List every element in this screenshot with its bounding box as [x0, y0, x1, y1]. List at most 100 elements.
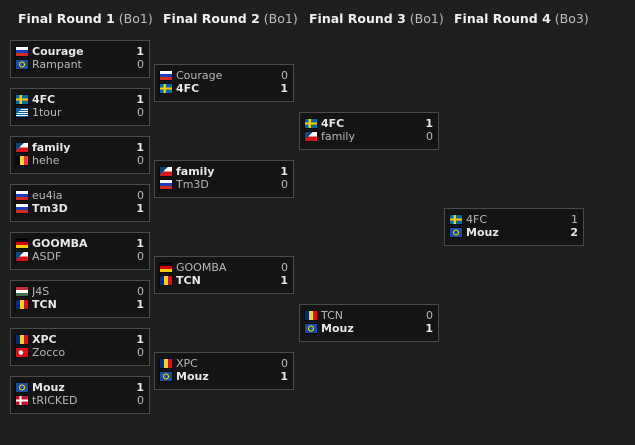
match-r2-2[interactable]: family 1 Tm3D 0 [154, 160, 294, 198]
team-name: Tm3D [32, 202, 68, 215]
team-row[interactable]: TCN 1 [16, 298, 144, 311]
ro-flag-icon [160, 276, 172, 285]
team-row[interactable]: Courage 1 [16, 45, 144, 58]
team-row[interactable]: Mouz 1 [160, 370, 288, 383]
match-r1-2[interactable]: 4FC 1 1tour 0 [10, 88, 150, 126]
match-r2-3[interactable]: GOOMBA 0 TCN 1 [154, 256, 294, 294]
cz-flag-icon [16, 252, 28, 261]
se-flag-icon [16, 95, 28, 104]
team-row[interactable]: TCN 1 [160, 274, 288, 287]
team-score: 0 [137, 154, 144, 167]
round-format: (Bo1) [409, 11, 444, 26]
be-flag-icon [16, 156, 28, 165]
ru-flag-icon [160, 180, 172, 189]
match-r3-2[interactable]: TCN 0 Mouz 1 [299, 304, 439, 342]
team-row[interactable]: XPC 1 [16, 333, 144, 346]
team-name: Mouz [176, 370, 209, 383]
team-score: 2 [570, 226, 578, 239]
team-row[interactable]: 1tour 0 [16, 106, 144, 119]
match-r3-1[interactable]: 4FC 1 family 0 [299, 112, 439, 150]
team-score: 1 [136, 237, 144, 250]
team-row[interactable]: tRICKED 0 [16, 394, 144, 407]
team-score: 0 [281, 178, 288, 191]
team-score: 1 [136, 141, 144, 154]
match-r4-1[interactable]: 4FC 1 Mouz 2 [444, 208, 584, 246]
team-row[interactable]: eu4ia 0 [16, 189, 144, 202]
team-row[interactable]: TCN 0 [305, 309, 433, 322]
eu-flag-icon [160, 372, 172, 381]
team-score: 1 [136, 93, 144, 106]
team-name: Mouz [32, 381, 65, 394]
team-row[interactable]: Rampant 0 [16, 58, 144, 71]
team-score: 1 [136, 381, 144, 394]
team-row[interactable]: Zocco 0 [16, 346, 144, 359]
match-r1-5[interactable]: GOOMBA 1 ASDF 0 [10, 232, 150, 270]
team-row[interactable]: 4FC 1 [305, 117, 433, 130]
team-row[interactable]: family 1 [160, 165, 288, 178]
team-name: 4FC [32, 93, 56, 106]
match-r2-1[interactable]: Courage 0 4FC 1 [154, 64, 294, 102]
team-row[interactable]: ASDF 0 [16, 250, 144, 263]
round-format: (Bo1) [118, 11, 153, 26]
ro-flag-icon [305, 311, 317, 320]
team-row[interactable]: XPC 0 [160, 357, 288, 370]
hu-flag-icon [16, 287, 28, 296]
team-row[interactable]: Courage 0 [160, 69, 288, 82]
team-row[interactable]: 4FC 1 [450, 213, 578, 226]
team-name: Courage [32, 45, 84, 58]
team-score: 0 [137, 106, 144, 119]
team-row[interactable]: GOOMBA 0 [160, 261, 288, 274]
team-row[interactable]: Mouz 1 [305, 322, 433, 335]
ru-flag-icon [16, 204, 28, 213]
team-row[interactable]: hehe 0 [16, 154, 144, 167]
match-r1-6[interactable]: J4S 0 TCN 1 [10, 280, 150, 318]
match-r1-1[interactable]: Courage 1 Rampant 0 [10, 40, 150, 78]
team-name: J4S [32, 285, 50, 298]
ru-flag-icon [16, 191, 28, 200]
team-score: 1 [571, 213, 578, 226]
team-row[interactable]: Tm3D 0 [160, 178, 288, 191]
team-row[interactable]: Tm3D 1 [16, 202, 144, 215]
eu-flag-icon [16, 383, 28, 392]
team-row[interactable]: GOOMBA 1 [16, 237, 144, 250]
team-row[interactable]: family 1 [16, 141, 144, 154]
team-name: TCN [321, 309, 343, 322]
cz-flag-icon [305, 132, 317, 141]
round-format: (Bo3) [554, 11, 589, 26]
team-name: Tm3D [176, 178, 209, 191]
gr-flag-icon [16, 108, 28, 117]
team-row[interactable]: J4S 0 [16, 285, 144, 298]
match-r2-4[interactable]: XPC 0 Mouz 1 [154, 352, 294, 390]
team-score: 1 [136, 202, 144, 215]
round-name: Final Round 1 [18, 11, 115, 26]
team-row[interactable]: 4FC 1 [16, 93, 144, 106]
team-name: eu4ia [32, 189, 63, 202]
team-score: 1 [425, 117, 433, 130]
team-score: 1 [136, 333, 144, 346]
ro-flag-icon [160, 359, 172, 368]
de-flag-icon [16, 239, 28, 248]
round-header-2: Final Round 2 (Bo1) [163, 11, 298, 26]
team-name: ASDF [32, 250, 62, 263]
match-r1-3[interactable]: family 1 hehe 0 [10, 136, 150, 174]
team-score: 0 [281, 357, 288, 370]
eu-flag-icon [16, 60, 28, 69]
team-name: 1tour [32, 106, 62, 119]
match-r1-4[interactable]: eu4ia 0 Tm3D 1 [10, 184, 150, 222]
round-header-3: Final Round 3 (Bo1) [309, 11, 444, 26]
team-score: 1 [136, 298, 144, 311]
team-score: 0 [426, 130, 433, 143]
round-name: Final Round 2 [163, 11, 260, 26]
team-score: 0 [281, 261, 288, 274]
ru-flag-icon [160, 71, 172, 80]
match-r1-7[interactable]: XPC 1 Zocco 0 [10, 328, 150, 366]
team-row[interactable]: 4FC 1 [160, 82, 288, 95]
team-row[interactable]: Mouz 2 [450, 226, 578, 239]
match-r1-8[interactable]: Mouz 1 tRICKED 0 [10, 376, 150, 414]
team-name: XPC [176, 357, 198, 370]
ro-flag-icon [16, 300, 28, 309]
team-row[interactable]: Mouz 1 [16, 381, 144, 394]
team-score: 0 [137, 394, 144, 407]
team-row[interactable]: family 0 [305, 130, 433, 143]
se-flag-icon [160, 84, 172, 93]
